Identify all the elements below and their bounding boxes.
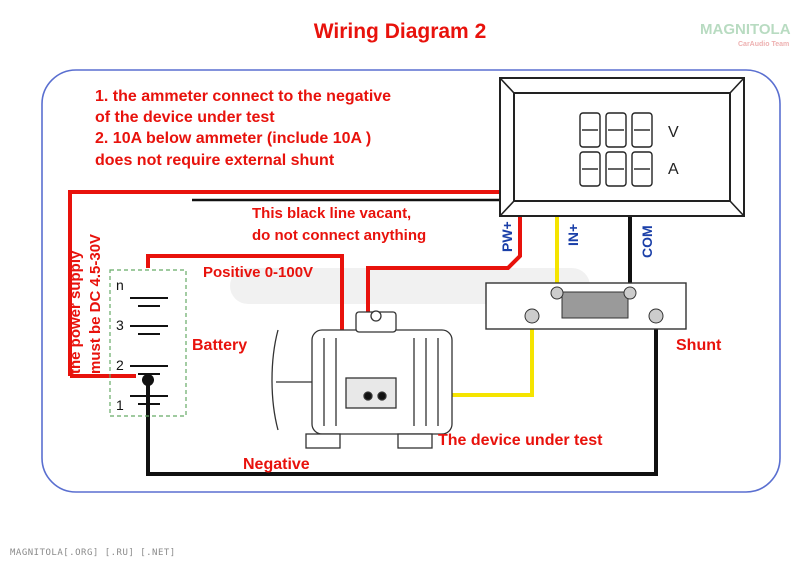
logo-sub: CarAudio Team [738,41,789,48]
battery-cell-n: n [116,277,124,293]
pin-label-pw: PW+ [499,221,515,252]
footer-url: MAGNITOLA[.ORG] [.RU] [.NET] [10,548,176,558]
label-negative: Negative [243,456,310,473]
vacant-note-line-2: do not connect anything [252,227,426,244]
diagram-title: Wiring Diagram 2 [314,20,487,43]
meter-unit-amps: A [668,161,679,178]
logo-brand: MAGNITOLA [700,21,791,38]
notes-block: 1. the ammeter connect to the negative o… [95,88,391,169]
power-note-line-1: the power supply [67,250,84,374]
pin-label-in: IN+ [565,224,581,246]
battery-cell-1: 1 [116,397,124,413]
meter-unit-volts: V [668,124,679,141]
battery-cell-3: 3 [116,317,124,333]
note-line-2: of the device under test [95,109,275,126]
pin-label-com: COM [639,225,655,258]
label-battery: Battery [192,337,247,354]
watermark-logo: MAGNITOLA CarAudio Team [700,21,791,48]
label-shunt: Shunt [676,337,722,354]
label-positive: Positive 0-100V [203,264,313,281]
frame-border [41,69,781,493]
note-line-3: 2. 10A below ammeter (include 10A ) [95,130,371,147]
label-device: The device under test [438,432,603,449]
vacant-note-line-1: This black line vacant, [252,205,411,222]
shunt [485,282,687,330]
note-line-4: does not require external shunt [95,152,335,169]
wire-positive-red-to-pw [366,214,522,395]
motor-device [271,310,453,449]
seven-segment-digits [579,112,653,187]
battery-cell-2: 2 [116,357,124,373]
battery [109,269,187,417]
power-note-line-2: must be DC 4.5-30V [87,234,104,374]
note-line-1: 1. the ammeter connect to the negative [95,88,391,105]
meter-display: V A [499,77,745,217]
wire-negative-black [146,318,658,476]
